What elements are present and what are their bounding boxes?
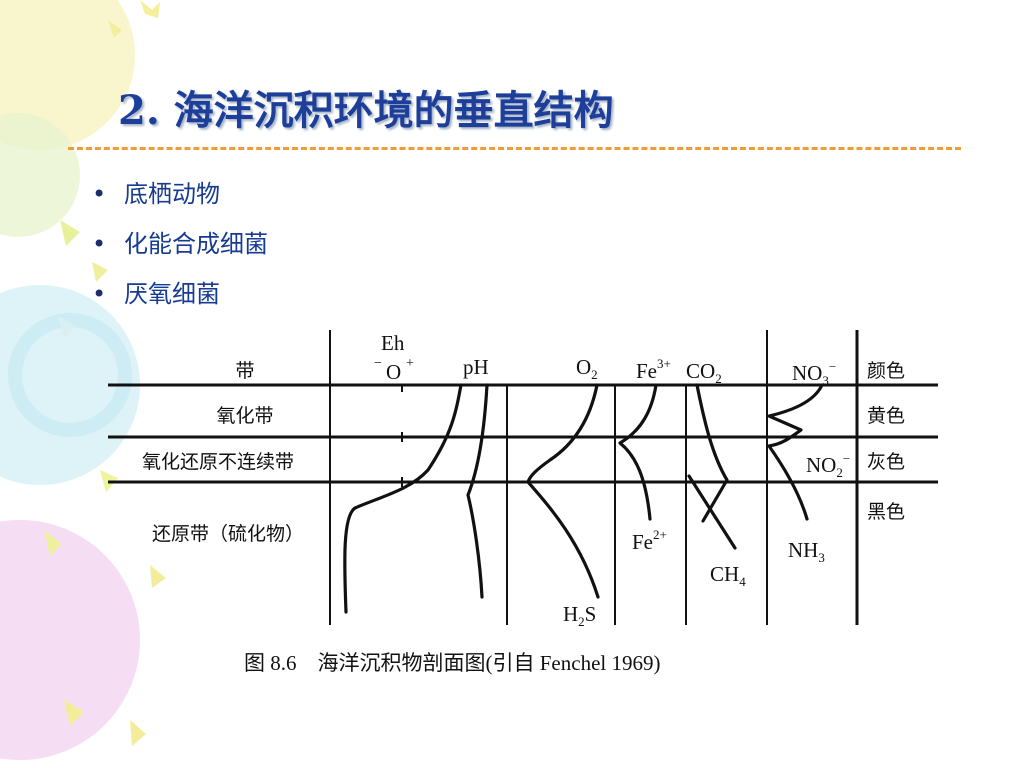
confetti-star: [92, 262, 108, 282]
column-lines: [329, 330, 859, 625]
row-label-rpd: 氧化还原不连续带: [142, 451, 294, 473]
confetti-star: [44, 530, 62, 556]
fe3-label: Fe3+: [636, 356, 671, 383]
eh-plus: +: [406, 356, 414, 371]
row-label-reduced: 还原带（硫化物）: [152, 523, 304, 545]
eh-minus: −: [374, 356, 382, 371]
confetti-star: [140, 0, 160, 18]
confetti-star: [150, 565, 166, 588]
eh-label: Eh: [381, 331, 405, 355]
row-label-zone: 带: [235, 360, 254, 382]
ph-label: pH: [463, 355, 489, 379]
bullet-dot: •: [92, 280, 107, 308]
confetti-star: [60, 220, 80, 246]
dashed-divider: [68, 147, 961, 150]
no3-label: NO3−: [792, 359, 836, 388]
bullet-list: • 底栖动物 • 化能合成细菌 • 厌氧细菌: [92, 178, 268, 328]
ch4-path: [687, 474, 737, 550]
bullet-dot: •: [92, 230, 107, 258]
color-black: 黑色: [867, 501, 905, 523]
bullet-text: 化能合成细菌: [124, 230, 268, 258]
eh-o: O: [386, 360, 401, 384]
balloon-ring: [8, 313, 132, 437]
zone-lines: [108, 383, 938, 484]
balloon-green: [0, 113, 80, 237]
profile-curves: [343, 383, 824, 614]
o2-curve: [526, 383, 600, 599]
balloon-pink: [0, 520, 140, 760]
row-label-oxidized: 氧化带: [216, 405, 273, 427]
confetti-star: [64, 700, 84, 726]
bullet-item: • 化能合成细菌: [92, 228, 268, 278]
bullet-item: • 底栖动物: [92, 178, 268, 228]
bullet-dot: •: [92, 180, 107, 208]
ph-curve: [466, 383, 489, 599]
no2-label: NO2−: [806, 451, 850, 480]
fe-curve: [618, 383, 658, 521]
slide-title: 2. 海洋沉积环境的垂直结构: [118, 87, 614, 134]
h2s-label: H2S: [563, 602, 596, 629]
color-gray: 灰色: [867, 451, 905, 473]
balloon-yellow: [0, 0, 135, 150]
confetti-star: [130, 720, 146, 746]
confetti-star: [108, 20, 122, 38]
co2-ch4-curve: [695, 383, 729, 523]
bullet-text: 底栖动物: [124, 180, 220, 208]
o2-label: O2: [576, 355, 598, 382]
ch4-label: CH4: [710, 562, 746, 589]
confetti-star: [58, 316, 76, 338]
bullet-item: • 厌氧细菌: [92, 278, 268, 328]
nh3-label: NH3: [788, 538, 825, 565]
bullet-text: 厌氧细菌: [124, 280, 220, 308]
color-yellow: 黄色: [867, 405, 905, 427]
figure-caption: 图 8.6 海洋沉积物剖面图(引自 Fenchel 1969): [244, 651, 661, 675]
color-header: 颜色: [867, 360, 905, 382]
fe2-label: Fe2+: [632, 527, 667, 554]
nitrogen-curve: [767, 383, 824, 521]
co2-label: CO2: [686, 359, 722, 386]
eh-curve: [343, 383, 463, 614]
